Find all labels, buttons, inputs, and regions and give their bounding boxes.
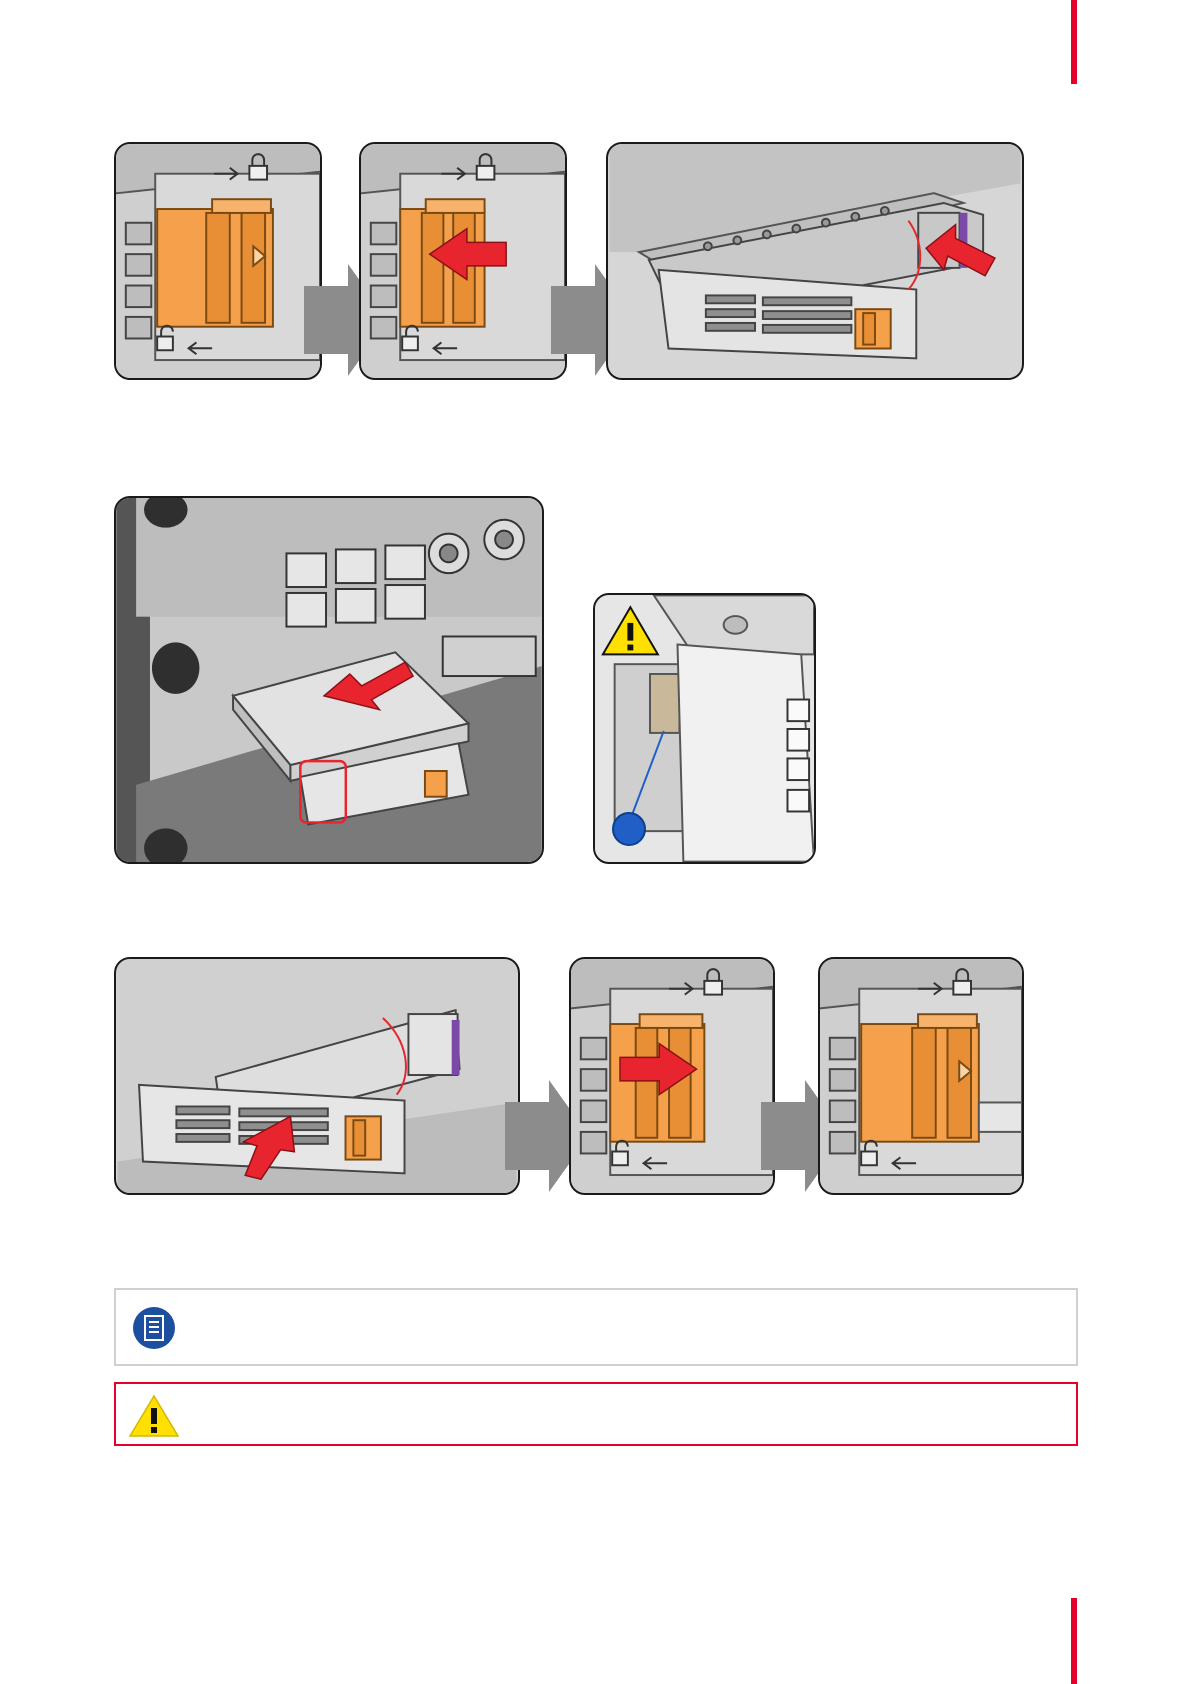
latch-locked-illustration xyxy=(820,959,1022,1193)
warning-icon xyxy=(128,1394,180,1438)
latch-slide-left-illustration xyxy=(361,144,565,378)
panel-handle-opened xyxy=(606,142,1024,380)
footer-accent-bar xyxy=(1071,1598,1077,1684)
warning-box xyxy=(114,1382,1078,1446)
panel-latch-slide-left xyxy=(359,142,567,380)
push-handle-closed-illustration xyxy=(116,959,518,1193)
latch-closed-illustration xyxy=(116,144,320,378)
callout-marker xyxy=(612,812,646,846)
note-icon xyxy=(132,1306,176,1350)
panel-latch-locked xyxy=(818,957,1024,1195)
panel-latch-closed xyxy=(114,142,322,380)
handle-opened-illustration xyxy=(608,144,1022,378)
latch-slide-right-illustration xyxy=(571,959,773,1193)
latch-block xyxy=(861,1014,979,1141)
header-accent-bar xyxy=(1071,0,1077,84)
latch-block xyxy=(157,199,273,327)
insert-drive-illustration xyxy=(116,498,542,862)
panel-insert-drive-into-bay xyxy=(114,496,544,864)
panel-latch-slide-right xyxy=(569,957,775,1195)
panel-push-handle-closed xyxy=(114,957,520,1195)
note-box xyxy=(114,1288,1078,1366)
